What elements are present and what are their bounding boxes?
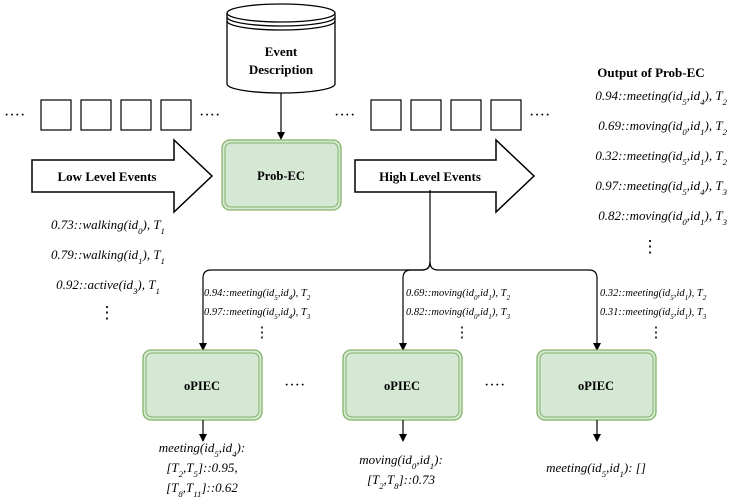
low-stream-square [120,99,152,131]
opiec-box-3: oPIEC [536,349,657,421]
low-stream-dots-left: ···· [4,107,25,124]
opiec-dots-2: ···· [484,377,505,394]
database-label-line2: Description [249,62,314,77]
opiec-results: meeting(id5,id4):[T2,T5]::0.95,[T8,T11]:… [159,440,646,499]
branch-event: 0.97::meeting(id5,id4), T3 [204,307,311,321]
opiec-result-header: moving(id0,id1): [359,452,443,471]
output-more-dots: ⋮ [642,237,659,256]
high-stream-square [410,99,442,131]
output-event: 0.82::moving(id0,id1), T3 [598,208,727,227]
branch-event: 0.82::moving(id0,id1), T3 [406,307,510,321]
high-stream-dots-left: ···· [334,107,355,124]
output-event: 0.97::meeting(id5,id4), T3 [595,178,727,197]
low-stream-dots-right: ···· [199,107,220,124]
low-level-event-list: 0.73::walking(id0), T10.79::walking(id1)… [51,217,165,296]
opiec-result-interval: [T2,T5]::0.95, [166,460,237,479]
low-level-event: 0.92::active(id3), T1 [56,277,160,296]
branch-arrow-3 [429,261,601,351]
low-level-event: 0.73::walking(id0), T1 [51,217,165,236]
output-event: 0.32::meeting(id5,id1), T2 [595,148,727,167]
opiec-result-interval: [T8,T11]::0.62 [166,480,238,499]
high-stream-square [450,99,482,131]
high-stream-dots-right: ···· [529,107,550,124]
high-level-events-arrow: High Level Events [354,138,536,214]
prob-ec-label: Prob-EC [257,169,305,183]
branch-arrow-2 [399,261,431,351]
low-stream-square [160,99,192,131]
branch-event: 0.31::meeting(id5,id1), T3 [600,307,707,321]
low-more-dots: ⋮ [99,303,116,322]
low-stream-square [80,99,112,131]
branch-arrow-1 [199,261,431,351]
high-level-events-label: High Level Events [379,169,481,184]
low-level-events-label: Low Level Events [58,169,157,184]
low-level-event: 0.79::walking(id1), T1 [51,247,165,266]
opiec-label: oPIEC [384,379,420,393]
branch-event: 0.32::meeting(id5,id1), T2 [600,288,707,302]
branch-3-more-dots: ⋮ [649,325,664,341]
output-event: 0.69::moving(id0,id1), T2 [598,118,727,137]
low-stream-square [40,99,72,131]
high-stream-square [490,99,522,131]
branch-event-lists: 0.94::meeting(id5,id4), T20.97::meeting(… [204,288,707,321]
opiec-box-1: oPIEC [142,349,263,421]
opiec-result-header: meeting(id5,id4): [159,440,245,459]
output-event: 0.94::meeting(id5,id4), T2 [595,88,727,107]
high-level-event-stream: ···· ···· [334,99,550,131]
opiec-label: oPIEC [184,379,220,393]
output-event-list: 0.94::meeting(id5,id4), T20.69::moving(i… [595,88,727,227]
opiec-dots-1: ···· [284,377,305,394]
distribution-tree [199,190,601,351]
opiec-box-2: oPIEC [342,349,463,421]
low-level-event-stream: ···· ···· [4,99,220,131]
opiec-label: oPIEC [578,379,614,393]
branch-2-more-dots: ⋮ [455,325,470,341]
output-title: Output of Prob-EC [597,65,704,80]
database-label-line1: Event [265,44,298,59]
event-description-database: Event Description [226,3,336,94]
branch-event: 0.94::meeting(id5,id4), T2 [204,288,311,302]
opiec-result-header: meeting(id5,id1): [] [546,460,646,479]
low-level-events-arrow: Low Level Events [31,138,214,214]
opiec-result-interval: [T2,T8]::0.73 [367,472,436,491]
branch-1-more-dots: ⋮ [255,325,270,341]
branch-event: 0.69::moving(id0,id1), T2 [406,288,510,302]
prob-ec-box: Prob-EC [221,139,342,211]
high-stream-square [370,99,402,131]
